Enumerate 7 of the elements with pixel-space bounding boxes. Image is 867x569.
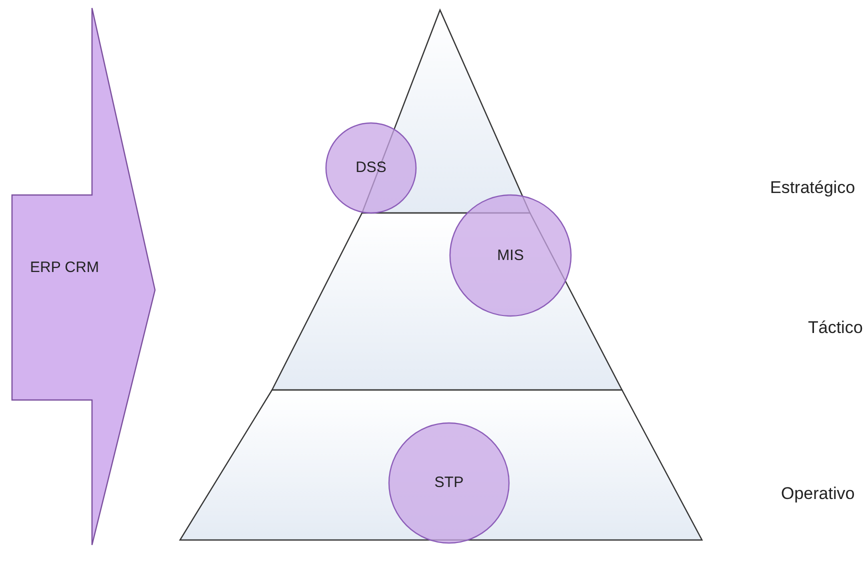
node-label: MIS [496, 246, 525, 264]
level-label: Estratégico [770, 178, 856, 198]
level-label: Operativo [781, 484, 855, 504]
node-label: STP [433, 473, 465, 492]
node-label: ERP CRM [29, 258, 100, 277]
node-label: DSS [354, 158, 388, 177]
level-label: Táctico [808, 318, 863, 338]
